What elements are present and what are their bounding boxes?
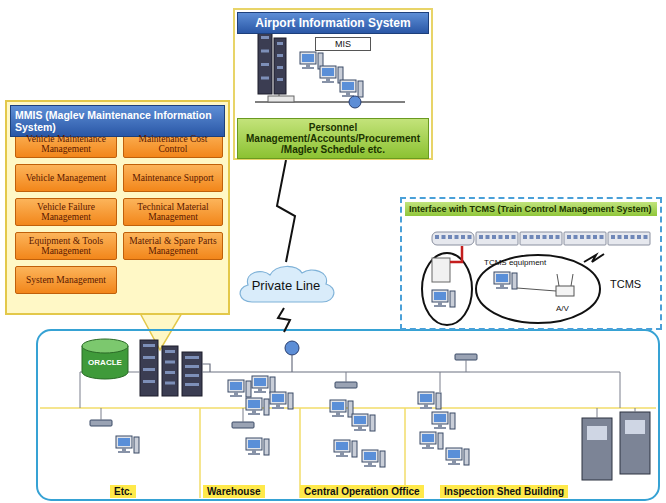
function-band: Personnel Management/Accounts/Procuremen… <box>237 118 429 159</box>
switch-icon <box>232 422 254 428</box>
computer-icon <box>418 392 441 409</box>
hub-icon <box>268 96 294 102</box>
network-wire <box>101 408 102 420</box>
node-text: Maintenance Cost Control <box>127 134 219 155</box>
node-text: Vehicle Management <box>26 173 106 183</box>
node-text: Technical Material Management <box>127 202 219 223</box>
module-button: Technical Material Management <box>123 198 223 226</box>
node-text: Personnel Management/Accounts/Procuremen… <box>241 122 425 155</box>
router-icon <box>349 96 361 108</box>
module-button: System Management <box>15 266 117 294</box>
node-text: Vehicle Maintenance Management <box>19 134 113 155</box>
node-text: Private Line <box>252 278 321 293</box>
module-button: Vehicle Management <box>15 164 117 192</box>
computer-icon <box>228 380 251 397</box>
node-text: Interface with TCMS (Train Control Manag… <box>405 202 657 216</box>
computer-icon <box>362 450 385 467</box>
computer-icon <box>340 80 363 97</box>
computer-icon <box>246 398 269 415</box>
group-ring <box>476 255 600 323</box>
computer-icon <box>352 414 375 431</box>
computer-icon <box>330 400 353 417</box>
server-icon <box>162 346 178 396</box>
module-button: Maintenance Support <box>123 164 223 192</box>
module-button: Maintenance Cost Control <box>123 130 223 158</box>
network-wire <box>291 355 292 372</box>
network-wire <box>517 288 556 291</box>
device-label: A/V <box>556 304 569 313</box>
system-label: TCMS <box>610 278 641 290</box>
network-wire <box>450 246 462 262</box>
antenna-icon <box>556 274 574 296</box>
network-wire <box>202 364 210 372</box>
module-button: Vehicle Failure Management <box>15 198 117 226</box>
node-text: Central Operation Office <box>304 486 420 497</box>
node-text: System Management <box>26 275 106 285</box>
network-wire <box>202 371 470 372</box>
node-text: Warehouse <box>207 486 261 497</box>
network-wire <box>466 360 467 372</box>
switch-icon <box>455 354 477 360</box>
database-cylinder: ORACLE <box>80 338 130 380</box>
node-text: Inspection Shed Building <box>444 486 564 497</box>
module-button: Equipment & Tools Management <box>15 232 117 260</box>
terminal-icon <box>432 258 450 282</box>
node-text: Airport Information System <box>237 12 429 34</box>
site-tag: Warehouse <box>203 485 265 498</box>
train-illustration <box>432 232 650 245</box>
computer-icon <box>246 438 269 455</box>
computer-icon <box>432 290 455 307</box>
wireless-bolt <box>584 254 604 262</box>
computer-icon <box>432 412 455 429</box>
node-text: Etc. <box>114 486 132 497</box>
device-label: TCMS equipment <box>484 258 546 267</box>
site-tag: Inspection Shed Building <box>440 485 568 498</box>
computer-icon <box>446 448 469 465</box>
system-panel: Airport Information SystemMIS Personnel M… <box>233 8 433 160</box>
system-panel: MMIS (Maglev Maintenance Information Sys… <box>5 100 230 315</box>
callout-tail <box>140 313 182 350</box>
node-text: Maintenance Support <box>132 173 214 183</box>
computer-icon <box>494 272 517 289</box>
lan-outline <box>37 330 659 500</box>
switch-icon <box>90 420 112 426</box>
node-text: ORACLE <box>88 352 122 367</box>
network-wire <box>635 408 636 412</box>
switch-icon <box>335 382 357 388</box>
network-wire <box>80 372 81 408</box>
server-icon <box>182 352 202 396</box>
node-text: Vehicle Failure Management <box>19 202 113 223</box>
computer-icon <box>252 376 275 393</box>
router-icon <box>285 341 299 355</box>
network-wire <box>199 408 201 498</box>
network-wire <box>346 372 347 382</box>
node-text: MMIS (Maglev Maintenance Information Sys… <box>10 105 225 137</box>
network-wire <box>279 94 280 96</box>
module-button: Material & Spare Parts Management <box>123 232 223 260</box>
wireless-link <box>277 160 295 262</box>
computer-icon <box>334 440 357 457</box>
network-wire <box>597 408 598 418</box>
computer-icon <box>116 436 139 453</box>
node-text: Equipment & Tools Management <box>19 236 113 257</box>
server-icon <box>140 340 158 396</box>
server-icon <box>258 32 272 94</box>
site-tag: Central Operation Office <box>300 485 424 498</box>
computer-icon <box>420 432 443 449</box>
system-tag: MIS <box>315 37 371 51</box>
network-wire <box>243 408 244 422</box>
network-wire <box>470 372 620 408</box>
inspection-machine <box>582 412 650 480</box>
node-text: MIS <box>318 39 368 49</box>
network-cloud: Private Line <box>234 262 338 308</box>
node-text: Material & Spare Parts Management <box>127 236 219 257</box>
server-icon <box>274 38 286 94</box>
module-button: Vehicle Maintenance Management <box>15 130 117 158</box>
computer-icon <box>270 392 293 409</box>
network-wire <box>440 372 441 392</box>
group-ring <box>422 253 472 325</box>
wireless-bolt <box>278 308 290 332</box>
site-tag: Etc. <box>110 485 136 498</box>
